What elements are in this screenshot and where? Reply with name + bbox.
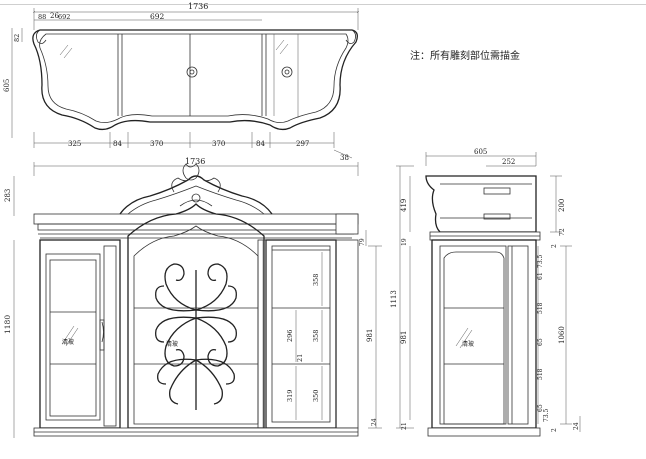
front-dim-21: 21 bbox=[296, 354, 304, 362]
front-glass-left: 清玻 bbox=[62, 338, 74, 346]
side-dim-19: 19 bbox=[401, 238, 408, 246]
front-dim-358b: 358 bbox=[312, 330, 320, 342]
front-dim-350: 350 bbox=[312, 390, 320, 402]
plan-bot-370b: 370 bbox=[212, 140, 225, 148]
front-overall-h: 1180 bbox=[3, 315, 12, 334]
plan-bot-right: 38 bbox=[340, 154, 349, 162]
side-dim-2a: 2 bbox=[551, 244, 558, 248]
front-dim-358a: 358 bbox=[312, 274, 320, 286]
side-dim-518b: 518 bbox=[537, 368, 544, 380]
plan-bot-84b: 84 bbox=[256, 140, 265, 148]
side-dim-65b: 65 bbox=[537, 404, 544, 412]
side-dim-981: 981 bbox=[400, 331, 408, 344]
side-dim-2b: 2 bbox=[551, 428, 558, 432]
side-top-depth: 252 bbox=[502, 158, 515, 166]
plan-view: 1736 26 88 692 692 605 82 bbox=[3, 2, 358, 162]
side-dim-72: 72 bbox=[559, 228, 566, 236]
side-dim-73-5a: 73.5 bbox=[537, 254, 544, 268]
side-dim-61: 61 bbox=[537, 272, 544, 280]
front-view: 1736 283 1180 清玻 bbox=[3, 157, 382, 438]
side-dim-1060: 1060 bbox=[558, 326, 566, 344]
plan-dim-26: 26 bbox=[50, 12, 59, 20]
front-crown-h: 283 bbox=[4, 189, 12, 202]
plan-bot-325: 325 bbox=[68, 140, 81, 148]
front-dim-79: 79 bbox=[359, 238, 366, 246]
plan-bot-84a: 84 bbox=[113, 140, 122, 148]
front-glass-center: 清玻 bbox=[166, 340, 178, 348]
carving-note: 注：所有雕刻部位需描金 bbox=[410, 51, 520, 62]
plan-bot-297: 297 bbox=[296, 140, 309, 148]
side-dim-73-5b: 73.5 bbox=[543, 408, 550, 422]
front-total-width: 1736 bbox=[185, 157, 205, 166]
plan-dim-40: 692 bbox=[58, 13, 70, 21]
side-glass: 清玻 bbox=[462, 340, 474, 348]
side-dim-21: 21 bbox=[401, 422, 408, 430]
plan-dim-88: 88 bbox=[38, 13, 46, 21]
side-view: 605 252 1113 419 19 981 21 清玻 bbox=[390, 148, 581, 437]
front-dim-296: 296 bbox=[286, 330, 294, 342]
side-dim-65a: 65 bbox=[537, 338, 544, 346]
front-dim-981: 981 bbox=[366, 329, 374, 342]
side-depth: 605 bbox=[474, 148, 487, 156]
side-dim-24: 24 bbox=[573, 422, 580, 430]
side-top-height: 419 bbox=[400, 199, 408, 212]
plan-dim-692: 692 bbox=[150, 12, 165, 21]
side-dim-518a: 518 bbox=[537, 302, 544, 314]
plan-bot-370a: 370 bbox=[150, 140, 163, 148]
front-dim-24: 24 bbox=[371, 418, 378, 426]
top-border bbox=[0, 0, 646, 5]
side-dim-1113: 1113 bbox=[390, 290, 398, 308]
plan-total-width: 1736 bbox=[188, 2, 208, 11]
front-dim-319: 319 bbox=[286, 390, 294, 402]
side-top-right: 200 bbox=[558, 199, 566, 212]
plan-offset: 82 bbox=[13, 34, 21, 42]
scrollwork-icon bbox=[155, 263, 237, 410]
plan-depth: 605 bbox=[3, 79, 11, 92]
